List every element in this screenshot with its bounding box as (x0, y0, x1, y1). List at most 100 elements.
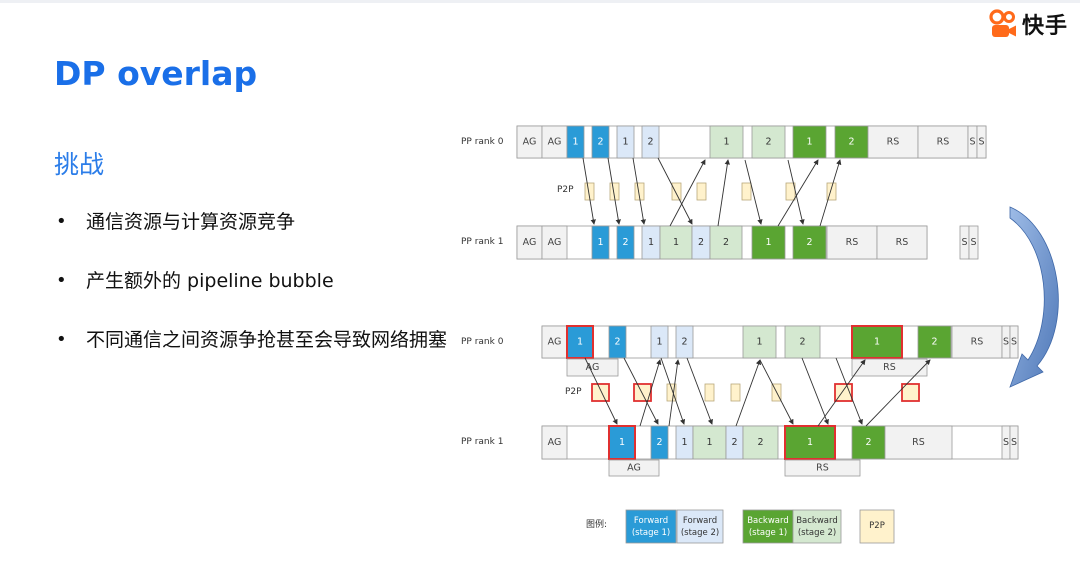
block-label: AG (548, 437, 562, 448)
pp-rank-1-label: PP rank 1 (461, 437, 503, 447)
slide-title: DP overlap (54, 54, 258, 93)
block-label: 2 (731, 437, 737, 448)
bullet-dot-icon: • (56, 211, 67, 232)
legend-label: Backward (747, 516, 789, 526)
forward-stage1-block (566, 325, 594, 359)
comm-block (851, 358, 928, 377)
forward-stage1-block (608, 325, 627, 359)
dependency-arrow (835, 357, 863, 425)
block-label: 1 (622, 137, 628, 148)
legend-label: (stage 1) (749, 528, 787, 538)
forward-stage1-block (566, 125, 585, 159)
block-label: AG (548, 337, 562, 348)
dependency-arrow (607, 157, 621, 225)
dependency-arrow (735, 359, 761, 427)
p2p-label: P2P (557, 185, 574, 195)
backward-stage2-block (742, 325, 777, 359)
p2p-label: P2P (565, 387, 582, 397)
comm-block (541, 225, 568, 260)
block-label: 1 (673, 237, 679, 248)
block-label: 2 (765, 137, 771, 148)
block-label: RS (887, 137, 900, 148)
comm-block (608, 459, 660, 477)
dependency-arrow (639, 359, 662, 427)
block-label: 2 (614, 337, 620, 348)
block-label: AG (548, 237, 562, 248)
p2p-block (634, 182, 645, 201)
block-label: 1 (619, 437, 625, 448)
dependency-arrow (717, 159, 730, 227)
dependency-arrow (777, 159, 819, 227)
block-label: 1 (756, 337, 762, 348)
bullet-list: •通信资源与计算资源竞争 •产生额外的 pipeline bubble •不同通… (54, 210, 449, 387)
block-label: 1 (807, 437, 813, 448)
backward-stage2-block (709, 225, 743, 260)
dependency-arrow (819, 159, 842, 227)
block-label: RS (846, 237, 859, 248)
block-label: S (970, 237, 976, 248)
backward-stage2-block (751, 125, 786, 159)
comm-block (566, 358, 619, 377)
p2p-block (730, 383, 741, 402)
forward-stage2-block (641, 125, 660, 159)
brand-name: 快手 (1022, 14, 1069, 39)
forward-stage2-block (616, 125, 635, 159)
comm-block (1009, 425, 1019, 460)
legend-title: 图例: (586, 518, 607, 530)
backward-stage1-block (751, 225, 786, 260)
block-label: 2 (757, 437, 763, 448)
block-label: 2 (681, 337, 687, 348)
block-label: 2 (799, 337, 805, 348)
block-label: 1 (648, 237, 654, 248)
comm-block (884, 425, 953, 460)
legend-label: (stage 2) (681, 528, 719, 538)
bullet-dot-icon: • (56, 270, 67, 291)
backward-stage2-block (742, 425, 779, 460)
block-label: 1 (706, 437, 712, 448)
forward-stage1-block (608, 425, 636, 460)
backward-stage2-block (784, 325, 821, 359)
comm-block (951, 325, 1003, 359)
pp-rank-0-label: PP rank 0 (461, 137, 504, 147)
legend-swatch (792, 509, 842, 544)
block-label: S (961, 237, 967, 248)
comm-block (516, 225, 543, 260)
forward-stage2-block (650, 325, 669, 359)
p2p-block (704, 383, 715, 402)
block-label: AG (586, 362, 600, 373)
dependency-arrow (817, 359, 866, 427)
block-label: AG (548, 137, 562, 148)
block-label: 2 (698, 237, 704, 248)
comm-block (917, 125, 969, 159)
p2p-block (591, 383, 610, 402)
legend-label: P2P (869, 521, 885, 531)
bullet-item: •不同通信之间资源争抢甚至会导致网络拥塞 (56, 329, 448, 351)
p2p-block (666, 383, 677, 402)
p2p-block (609, 182, 620, 201)
block-label: S (969, 137, 975, 148)
dependency-arrow (744, 159, 763, 225)
backward-stage2-block (709, 125, 744, 159)
backward-stage1-block (792, 225, 827, 260)
dependency-arrow (660, 357, 686, 425)
block-label: AG (523, 137, 537, 148)
dependency-arrow (584, 357, 618, 425)
dependency-arrow (759, 359, 794, 425)
backward-stage1-block (834, 125, 869, 159)
block-label: RS (883, 362, 896, 373)
block-label: 2 (931, 337, 937, 348)
block-label: AG (523, 237, 537, 248)
brand-logo: 快手 (988, 8, 1068, 40)
legend-swatch (742, 509, 794, 544)
block-label: S (978, 137, 984, 148)
legend-label: (stage 2) (798, 528, 836, 538)
legend-label: Backward (796, 516, 838, 526)
dependency-arrow (668, 359, 681, 427)
forward-stage1-block (616, 225, 635, 260)
p2p-block (741, 182, 752, 201)
backward-stage1-block (917, 325, 952, 359)
legend-swatch (676, 509, 724, 544)
block-label: 1 (723, 137, 729, 148)
slide-subtitle: 挑战 (54, 150, 105, 179)
